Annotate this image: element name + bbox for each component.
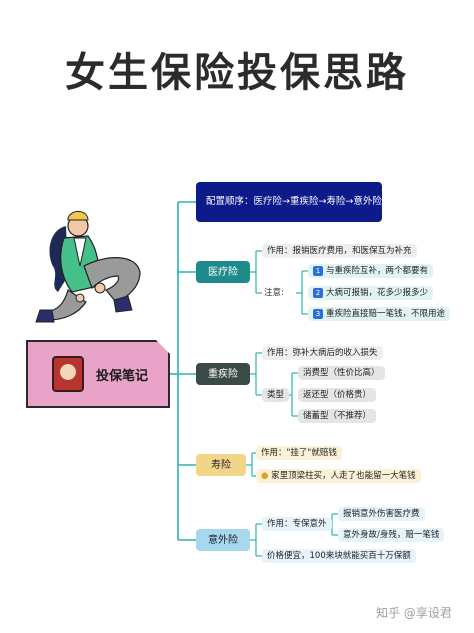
critical-type-3: 储蓄型（不推荐） [298,409,377,423]
warning-emoji-icon: ● [261,471,269,481]
number-3-icon: 3 [313,308,323,319]
critical-type-label: 类型 [262,388,290,402]
center-node: 投保笔记 [26,340,170,408]
accident-function: 作用：专保意外 [262,517,332,531]
life-function: 作用："挂了"就赔钱 [256,446,342,460]
number-1-icon: 1 [313,265,323,276]
life-note: ● 家里顶梁柱买，人走了也能留一大笔钱 [256,469,421,483]
critical-type-2: 返还型（价格贵） [298,388,377,402]
folded-corner [156,340,170,354]
medical-note-label: 注意: [264,288,284,298]
medical-function: 作用：报销医疗费用，和医保互为补充 [262,244,417,258]
watermark: 知乎 @享设君 [376,606,452,620]
accident-sub-1: 报销意外伤害医疗费 [338,507,425,521]
node-critical-illness: 重疾险 [196,363,250,385]
order-box: 配置顺序：医疗险→重疾险→寿险→意外险 [196,182,382,222]
node-life: 寿险 [196,454,246,476]
center-node-label: 投保笔记 [96,369,149,384]
critical-function: 作用：弥补大病后的收入损失 [262,346,383,360]
accident-sub-2: 意外身故/身残，赔一笔钱 [338,528,445,542]
woman-illustration [35,211,141,323]
critical-type-1: 消费型（性价比高） [298,366,385,380]
notebook-icon [52,356,84,392]
node-accident: 意外险 [196,529,250,551]
number-2-icon: 2 [313,287,323,298]
accident-price: 价格便宜，100来块就能买百十万保额 [262,549,416,563]
page-title: 女生保险投保思路 [65,50,409,96]
node-medical: 医疗险 [196,261,250,283]
